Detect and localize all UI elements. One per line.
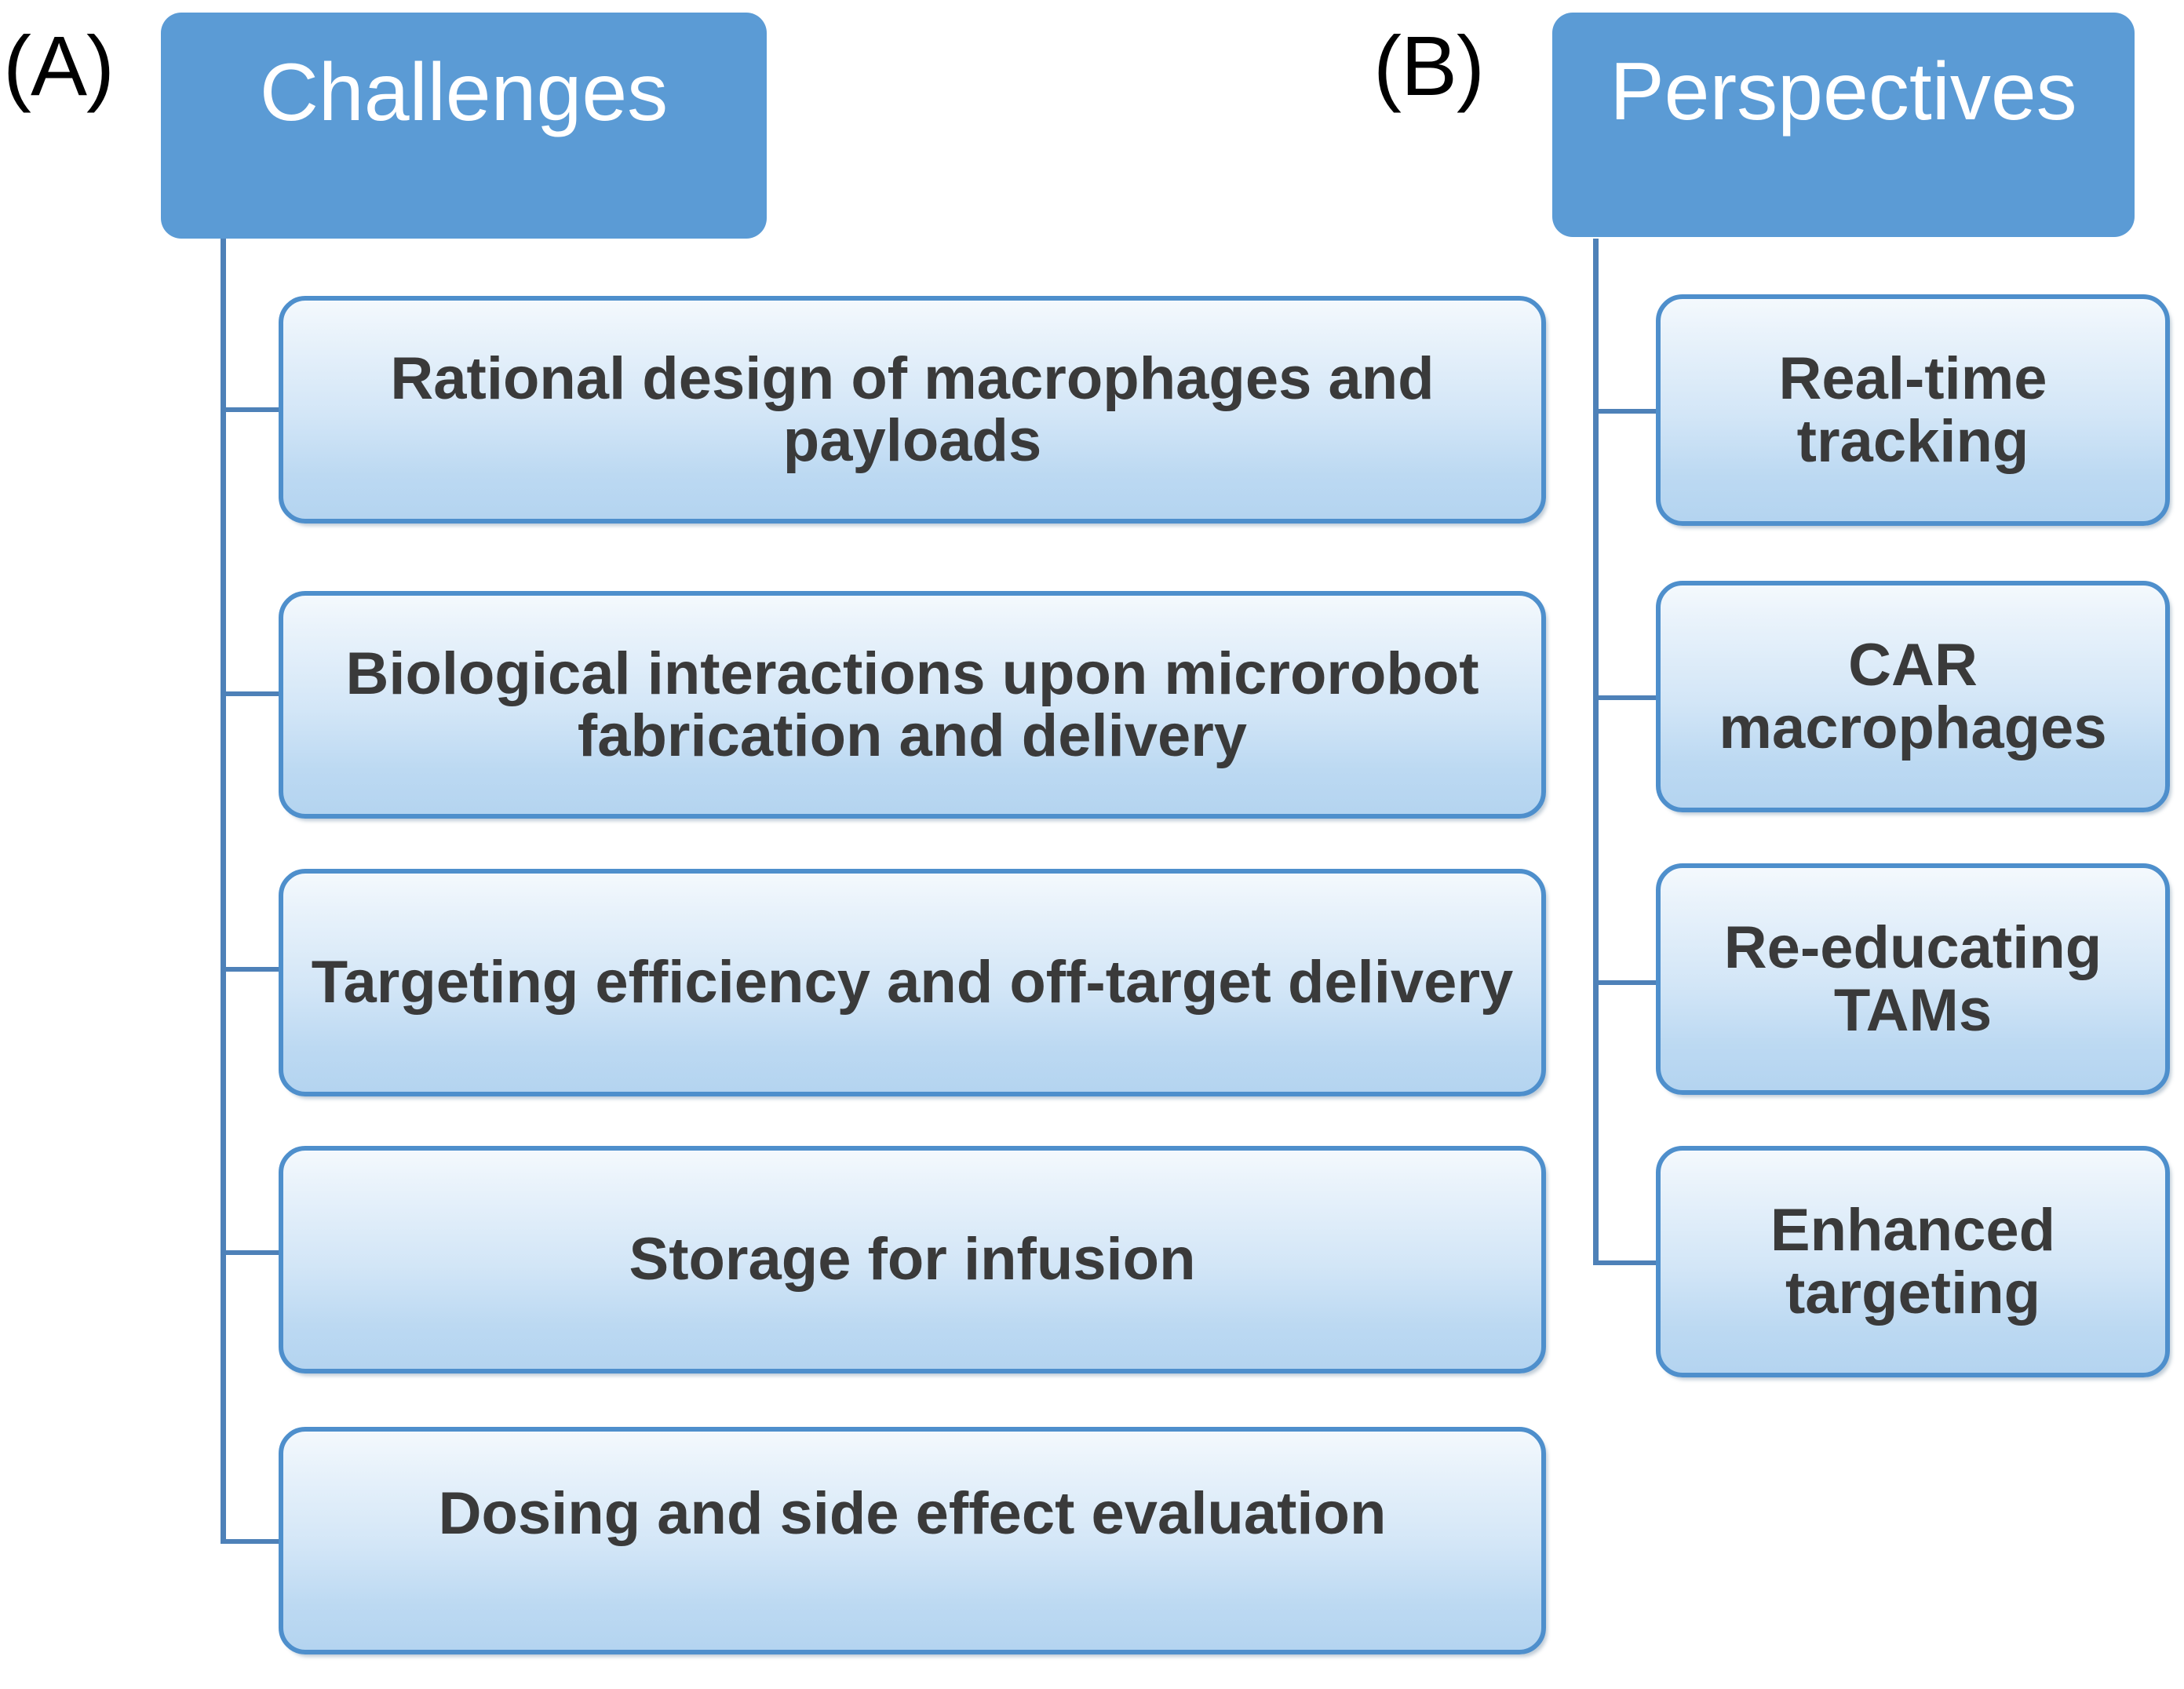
panel-label-b: (B) [1373, 18, 1485, 113]
node-label: Rational design of macrophages and paylo… [390, 345, 1435, 474]
node-label: Dosing and side effect evaluation [438, 1480, 1387, 1548]
header-box-perspectives[interactable]: Perspectives [1552, 13, 2135, 237]
node-challenges-1[interactable]: Rational design of macrophages and paylo… [279, 296, 1546, 523]
connector-branch-challenges-3 [221, 967, 315, 972]
node-perspectives-2[interactable]: CAR macrophages [1656, 581, 2170, 812]
node-challenges-4[interactable]: Storage for infusion [279, 1146, 1546, 1373]
header-box-challenges[interactable]: Challenges [161, 13, 767, 239]
connector-branch-challenges-4 [221, 1250, 315, 1255]
node-label: Storage for infusion [629, 1226, 1196, 1293]
connector-branch-challenges-5 [221, 1539, 315, 1544]
connector-branch-perspectives-4 [1593, 1260, 1665, 1265]
node-challenges-3[interactable]: Targeting efficiency and off-target deli… [279, 869, 1546, 1096]
node-label: CAR macrophages [1719, 632, 2107, 761]
header-title-challenges: Challenges [259, 47, 669, 138]
connector-branch-perspectives-2 [1593, 695, 1665, 700]
panel-label-a: (A) [3, 18, 115, 113]
node-label: Targeting efficiency and off-target deli… [311, 949, 1514, 1016]
connector-trunk-challenges [221, 239, 226, 1544]
node-label: Real-time tracking [1778, 345, 2047, 475]
connector-branch-perspectives-1 [1593, 409, 1665, 414]
node-challenges-5[interactable]: Dosing and side effect evaluation [279, 1427, 1546, 1654]
connector-branch-perspectives-3 [1593, 980, 1665, 985]
node-label: Re-educating TAMs [1723, 914, 2102, 1044]
connector-branch-challenges-1 [221, 407, 315, 412]
node-challenges-2[interactable]: Biological interactions upon microrobot … [279, 591, 1546, 819]
node-label: Enhanced targeting [1770, 1197, 2056, 1326]
node-perspectives-1[interactable]: Real-time tracking [1656, 294, 2170, 526]
node-perspectives-4[interactable]: Enhanced targeting [1656, 1146, 2170, 1377]
connector-branch-challenges-2 [221, 691, 315, 696]
connector-trunk-perspectives [1593, 239, 1599, 1265]
node-perspectives-3[interactable]: Re-educating TAMs [1656, 863, 2170, 1095]
node-label: Biological interactions upon microrobot … [345, 640, 1479, 769]
header-title-perspectives: Perspectives [1610, 46, 2077, 137]
